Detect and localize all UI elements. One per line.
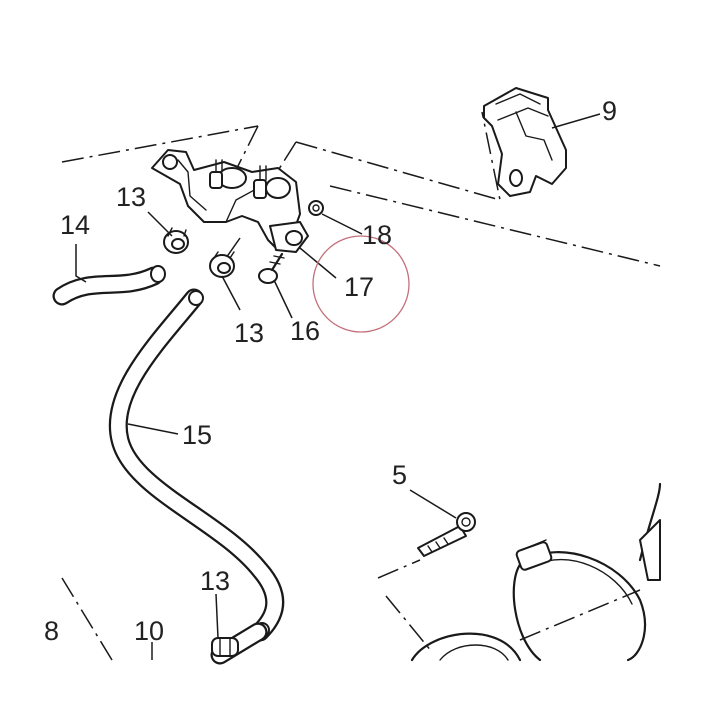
assembly-line [225,237,241,259]
callout-18: 18 [362,220,392,250]
hose-clip-13 [211,637,239,657]
pressure-sensor-9 [483,87,567,197]
callout-5: 5 [392,460,407,490]
callout-15: 15 [182,420,212,450]
callout-14: 14 [60,210,90,240]
highlight-circle [312,235,410,333]
assembly-line [61,125,259,163]
throttle-body [410,482,662,662]
callout-16: 16 [290,316,320,346]
hose-clamp [512,539,646,662]
hose-end [188,290,204,306]
callout-13: 13 [116,182,146,212]
hose-15 [108,288,285,665]
bolt-5 [417,512,476,557]
callout-8: 8 [44,616,59,646]
hose-clip-13 [209,251,235,278]
assembly-line [385,595,433,653]
hose-clip-13 [163,227,189,254]
screw-16 [258,252,285,284]
hose-14 [52,265,166,306]
mounting-bracket [151,149,309,253]
assembly-line [519,589,641,641]
assembly-line [61,577,113,661]
bracket-hole [162,154,178,170]
callout-labels: 14 13 13 13 15 16 17 18 9 5 10 8 [44,96,617,646]
callout-9: 9 [602,96,617,126]
callout-17: 17 [344,272,374,302]
assembly-line [295,111,501,202]
assembly-line [329,185,661,267]
assembly-lines [61,111,661,661]
callout-13: 13 [200,566,230,596]
assembly-line [377,559,421,579]
callout-13: 13 [234,318,264,348]
hose-end [150,265,166,283]
leader-lines [75,113,601,660]
nut-18 [308,200,324,216]
bracket-hole [285,230,303,246]
callout-10: 10 [134,616,164,646]
